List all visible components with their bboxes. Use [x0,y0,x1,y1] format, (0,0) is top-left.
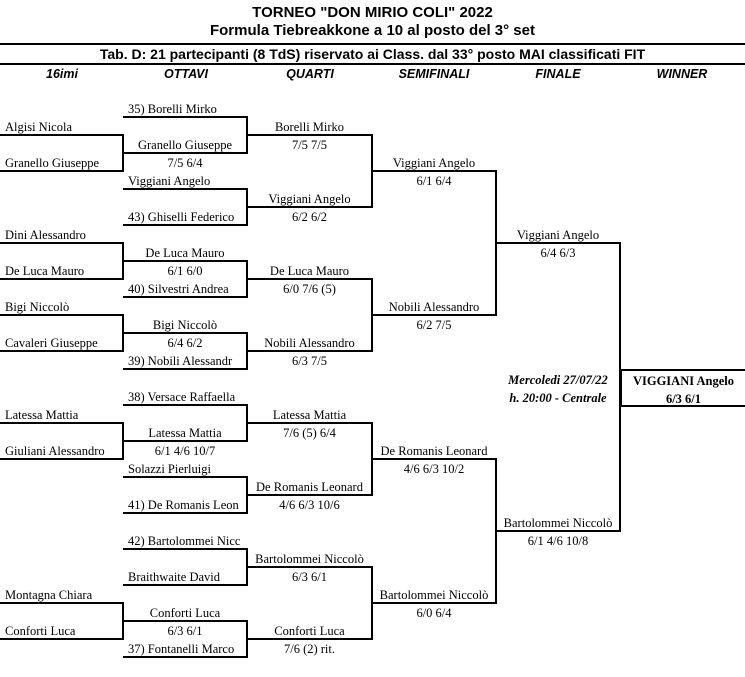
player-name: Viggiani Angelo [392,156,476,170]
match-score: 6/0 7/6 (5) [283,282,336,296]
winner-box: VIGGIANI Angelo 6/3 6/1 [620,369,745,407]
match-score: 6/3 6/1 [167,624,203,638]
tournament-title: TORNEO "DON MIRIO COLI" 2022 [252,4,493,21]
column-header-quarti: QUARTI [286,67,334,81]
match-score: 6/1 4/6 10/8 [527,534,589,548]
match-score: 6/2 6/2 [291,210,328,224]
player-name: Latessa Mattia [5,408,79,422]
match-score: 6/1 6/0 [167,264,203,278]
match-score: 7/6 (5) 6/4 [283,426,336,440]
schedule-time: h. 20:00 - Centrale [509,391,607,405]
player-name: Giuliani Alessandro [5,444,105,458]
match-score: 6/1 4/6 10/7 [154,444,216,458]
player-name: Dini Alessandro [5,228,86,242]
match-score: 7/5 6/4 [167,156,203,170]
match-score: 7/5 7/5 [291,138,328,152]
player-name: Viggiani Angelo [128,174,211,188]
player-name: Latessa Mattia [272,408,347,422]
player-name: Montagna Chiara [5,588,93,602]
player-name: 38) Versace Raffaella [128,390,236,404]
match-score: 4/6 6/3 10/6 [279,498,340,512]
player-name: Bigi Niccolò [5,300,70,314]
player-name: De Luca Mauro [269,264,350,278]
player-name: 41) De Romanis Leon [128,498,239,512]
player-name: Latessa Mattia [148,426,222,440]
match-score: 4/6 6/3 10/2 [403,462,465,476]
player-name: 42) Bartolommei Nicc [128,534,241,548]
winner-score: 6/3 6/1 [665,392,702,406]
column-header-finale: FINALE [535,67,581,81]
player-name: Viggiani Angelo [516,228,600,242]
player-name: Conforti Luca [5,624,76,638]
player-name: Viggiani Angelo [268,192,351,206]
player-name: 35) Borelli Mirko [128,102,217,116]
match-score: 7/6 (2) rit. [283,642,336,656]
match-score: 6/0 6/4 [416,606,452,620]
player-name: Granello Giuseppe [5,156,100,170]
player-name: Bartolommei Niccolò [379,588,489,602]
schedule-date: Mercoledi 27/07/22 [508,373,608,387]
player-name: Algisi Nicola [5,120,73,134]
winner-name: VIGGIANI Angelo [632,374,735,388]
match-score: 6/1 6/4 [416,174,452,188]
player-name: Braithwaite David [128,570,220,584]
match-score: 6/4 6/3 [540,246,576,260]
player-name: Nobili Alessandro [264,336,355,350]
match-score: 6/4 6/2 [167,336,203,350]
player-name: De Romanis Leonard [256,480,363,494]
column-header-16imi: 16imi [46,67,78,81]
player-name: 37) Fontanelli Marco [128,642,235,656]
player-name: De Romanis Leonard [380,444,488,458]
match-score: 6/2 7/5 [416,318,452,332]
player-name: Borelli Mirko [274,120,345,134]
player-name: Conforti Luca [149,606,221,620]
column-header-ottavi: OTTAVI [164,67,208,81]
player-name: 40) Silvestri Andrea [128,282,229,296]
player-name: Nobili Alessandro [388,300,480,314]
column-header-semifinali: SEMIFINALI [398,67,470,81]
divider [0,63,745,65]
player-name: Bartolommei Niccolò [255,552,364,566]
player-name: Bartolommei Niccolò [503,516,613,530]
player-name: De Luca Mauro [145,246,225,260]
table-info: Tab. D: 21 partecipanti (8 TdS) riservat… [99,46,646,62]
player-name: 39) Nobili Alessandr [128,354,233,368]
player-name: Granello Giuseppe [137,138,233,152]
match-score: 6/3 6/1 [291,570,328,584]
player-name: 43) Ghiselli Federico [128,210,235,224]
player-name: Solazzi Pierluigi [128,462,211,476]
match-score: 6/3 7/5 [291,354,328,368]
divider [0,43,745,45]
player-name: Conforti Luca [274,624,345,638]
player-name: Cavaleri Giuseppe [5,336,98,350]
tournament-subtitle: Formula Tiebreakkone a 10 al posto del 3… [209,22,535,39]
player-name: De Luca Mauro [5,264,85,278]
column-header-winner: WINNER [656,67,708,81]
player-name: Bigi Niccolò [152,318,218,332]
